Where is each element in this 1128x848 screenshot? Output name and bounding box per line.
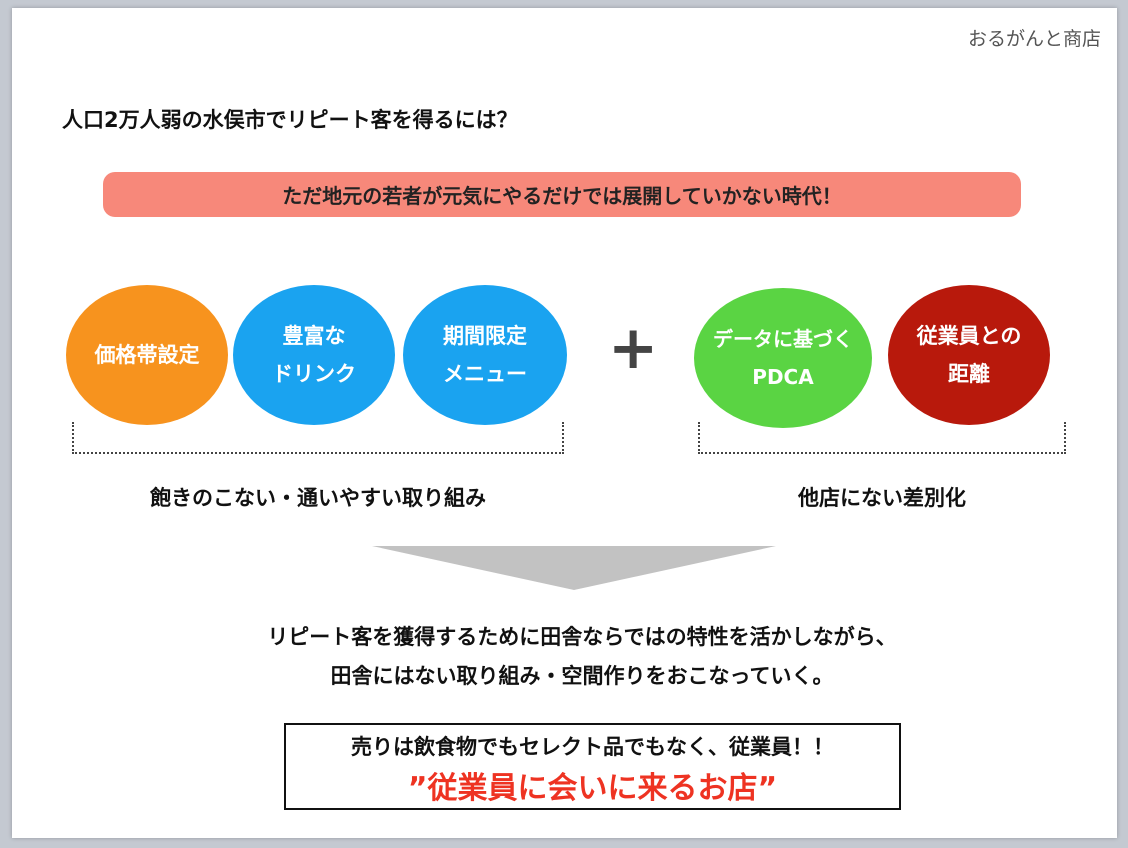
slide-title: 人口2万人弱の水俣市でリピート客を得るには？ bbox=[62, 108, 518, 132]
group-label-right: 他店にない差別化 bbox=[798, 486, 966, 510]
conclusion: リピート客を獲得するために田舎ならではの特性を活かしながら、 田舎にはない取り組… bbox=[112, 618, 1052, 696]
brand-logo: おるがんと商店 bbox=[967, 28, 1101, 50]
key-message-line2: ”従業員に会いに来るお店” bbox=[407, 771, 778, 806]
circle-staff-distance: 従業員との 距離 bbox=[888, 285, 1050, 425]
circle-pdca: データに基づく PDCA bbox=[694, 288, 872, 428]
group-label-left: 飽きのこない・通いやすい取り組み bbox=[150, 486, 486, 510]
conclusion-line: リピート客を獲得するために田舎ならではの特性を活かしながら、 bbox=[267, 625, 897, 649]
conclusion-line: 田舎にはない取り組み・空間作りをおこなっていく。 bbox=[330, 664, 834, 688]
bracket-left bbox=[72, 422, 564, 454]
circle-drinks: 豊富な ドリンク bbox=[233, 285, 395, 425]
circle-limited-menu: 期間限定 メニュー bbox=[403, 285, 567, 425]
key-message-line1: 売りは飲食物でもセレクト品でもなく、従業員！！ bbox=[351, 735, 834, 759]
bracket-right bbox=[698, 422, 1066, 454]
plus-icon: + bbox=[608, 313, 659, 383]
slide: おるがんと商店 人口2万人弱の水俣市でリピート客を得るには？ ただ地元の若者が元… bbox=[12, 8, 1117, 838]
circle-price-range: 価格帯設定 bbox=[66, 285, 228, 425]
down-arrow-icon bbox=[372, 546, 776, 590]
key-message-box: 売りは飲食物でもセレクト品でもなく、従業員！！ ”従業員に会いに来るお店” bbox=[284, 723, 901, 810]
banner: ただ地元の若者が元気にやるだけでは展開していかない時代！ bbox=[103, 172, 1021, 217]
